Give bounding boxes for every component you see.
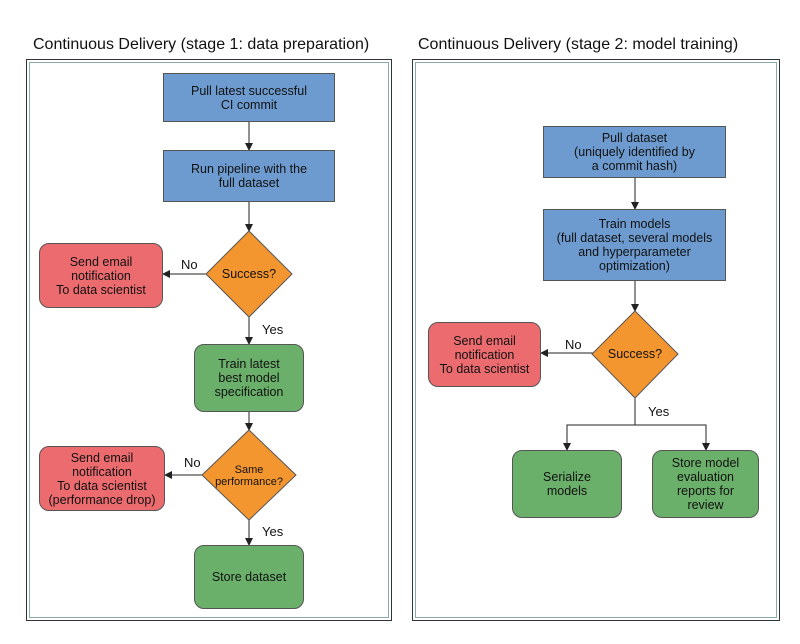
yes-label-2: Yes bbox=[262, 524, 284, 539]
email-notification-box-3: Send email notification To data scientis… bbox=[428, 322, 541, 387]
email-notification-box-1: Send email notification To data scientis… bbox=[39, 243, 163, 308]
success-decision-2 bbox=[591, 310, 679, 399]
stage2-title: Continuous Delivery (stage 2: model trai… bbox=[418, 36, 739, 53]
no-label-1: No bbox=[181, 257, 198, 272]
stage1-panel bbox=[26, 59, 392, 621]
same-performance-label: Same performance? bbox=[215, 464, 283, 488]
stage2-panel bbox=[412, 59, 780, 621]
serialize-models-box: Serialize models bbox=[512, 450, 622, 518]
no-label-3: No bbox=[565, 337, 582, 352]
success-label-2: Success? bbox=[607, 346, 663, 361]
email-notification-box-2: Send email notification To data scientis… bbox=[39, 446, 165, 511]
branch-line bbox=[563, 398, 636, 451]
train-best-model-box: Train latest best model specification bbox=[194, 344, 304, 412]
stage1-title: Continuous Delivery (stage 1: data prepa… bbox=[33, 36, 370, 53]
store-reports-box: Store model evaluation reports for revie… bbox=[652, 450, 759, 518]
branch-line-right bbox=[635, 424, 710, 451]
no-label-2: No bbox=[184, 455, 201, 470]
store-dataset-box: Store dataset bbox=[194, 545, 304, 609]
success-decision-1 bbox=[205, 230, 293, 318]
pull-ci-commit-box: Pull latest successful CI commit bbox=[163, 73, 335, 122]
run-pipeline-box: Run pipeline with the full dataset bbox=[163, 150, 335, 202]
success-label-1: Success? bbox=[221, 266, 277, 281]
same-performance-decision bbox=[201, 429, 297, 521]
yes-label-1: Yes bbox=[262, 322, 284, 337]
yes-label-3: Yes bbox=[648, 404, 670, 419]
train-models-box: Train models (full dataset, several mode… bbox=[543, 209, 726, 281]
pull-dataset-box: Pull dataset (uniquely identified by a c… bbox=[543, 126, 726, 178]
